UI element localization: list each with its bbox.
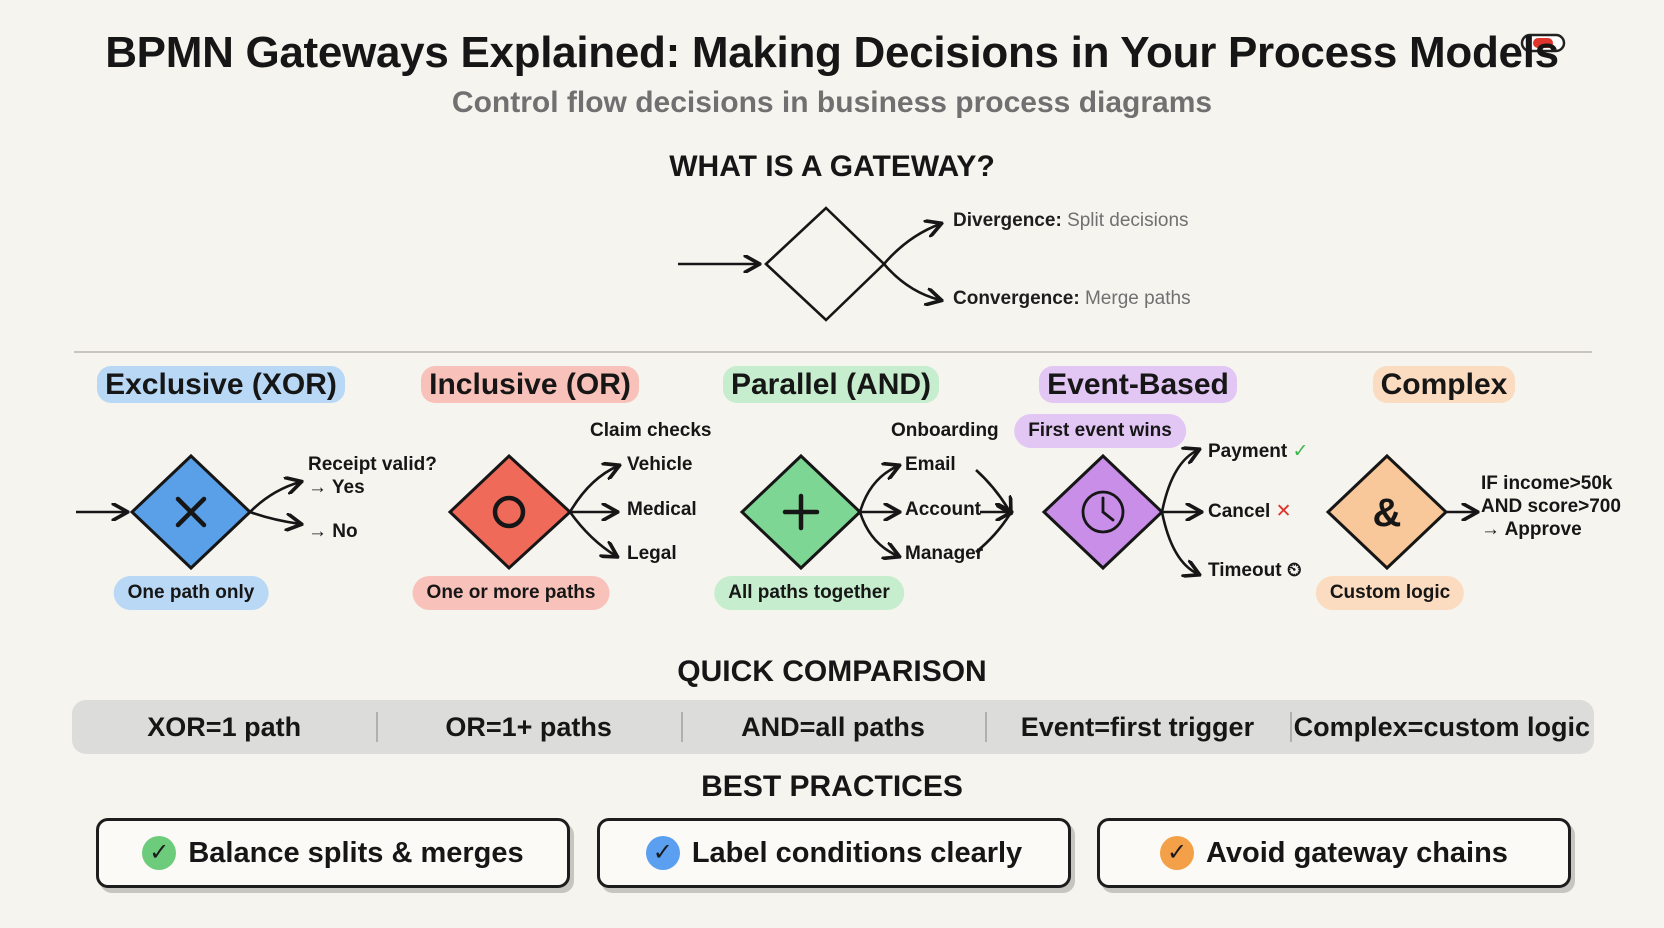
best-practices-heading: BEST PRACTICES <box>701 770 963 803</box>
xor-branch-yes: → Yes <box>308 477 365 498</box>
or-title-text: Inclusive (OR) <box>421 366 639 403</box>
xor-gateway-diagram <box>76 453 300 571</box>
convergence-definition: Convergence: Merge paths <box>953 288 1191 310</box>
event-question-pill: First event wins <box>1014 414 1186 448</box>
event-branch-timeout-label: Timeout <box>1208 560 1282 581</box>
best-practice-card-balance: ✓ Balance splits & merges <box>96 818 570 888</box>
best-practice-card-avoid: ✓ Avoid gateway chains <box>1097 818 1571 888</box>
cross-icon: ✕ <box>1275 501 1292 522</box>
best-practice-text: Label conditions clearly <box>691 836 1023 869</box>
comparison-event: Event=first trigger <box>985 700 1289 754</box>
page-title: BPMN Gateways Explained: Making Decision… <box>105 28 1559 77</box>
or-branch-medical: Medical <box>627 499 697 520</box>
convergence-text: Merge paths <box>1084 288 1191 309</box>
complex-result: → Approve <box>1481 519 1582 540</box>
xor-title: Exclusive (XOR) <box>81 366 361 403</box>
or-question: Claim checks <box>590 420 712 441</box>
page-subtitle: Control flow decisions in business proce… <box>451 86 1213 119</box>
ampersand-icon: & <box>1372 491 1402 535</box>
comparison-and: AND=all paths <box>680 700 985 754</box>
and-gateway-diagram <box>739 453 1010 571</box>
complex-gateway-diagram <box>1325 453 1476 571</box>
event-branch-timeout: Timeout ⏲ <box>1208 560 1302 582</box>
best-practice-text: Balance splits & merges <box>188 836 524 869</box>
or-branch-vehicle: Vehicle <box>627 454 693 475</box>
or-pill: One or more paths <box>412 576 610 610</box>
xor-branch-no: → No <box>308 521 358 542</box>
xor-pill: One path only <box>113 576 269 610</box>
divergence-definition: Divergence: Split decisions <box>953 210 1189 232</box>
comparison-bar: XOR=1 path OR=1+ paths AND=all paths Eve… <box>72 700 1594 754</box>
best-practice-card-label: ✓ Label conditions clearly <box>597 818 1071 888</box>
convergence-term: Convergence: <box>953 288 1080 309</box>
and-branch-account: Account <box>905 499 981 520</box>
xor-title-text: Exclusive (XOR) <box>97 366 345 403</box>
and-branch-manager: Manager <box>905 543 984 564</box>
check-icon: ✓ <box>1160 836 1195 870</box>
or-gateway-diagram <box>447 453 618 571</box>
best-practice-text: Avoid gateway chains <box>1206 836 1508 869</box>
and-pill: All paths together <box>714 576 904 610</box>
event-branch-cancel: Cancel ✕ <box>1208 500 1292 523</box>
check-icon: ✓ <box>1292 441 1309 462</box>
or-branch-legal: Legal <box>627 543 677 564</box>
comparison-or: OR=1+ paths <box>376 700 680 754</box>
toggle-icon <box>1520 33 1566 53</box>
event-title-text: Event-Based <box>1039 366 1237 403</box>
complex-title-text: Complex <box>1372 366 1516 403</box>
complex-pill: Custom logic <box>1315 576 1465 610</box>
event-title: Event-Based <box>998 366 1278 403</box>
complex-condition-1: IF income>50k <box>1481 473 1613 494</box>
timer-icon: ⏲ <box>1286 560 1302 581</box>
complex-condition-2: AND score>700 <box>1481 496 1621 517</box>
complex-title: Complex <box>1304 366 1584 403</box>
check-icon: ✓ <box>645 836 680 870</box>
and-branch-email: Email <box>905 454 956 475</box>
comparison-xor: XOR=1 path <box>147 712 302 742</box>
and-title: Parallel (AND) <box>691 366 971 403</box>
intro-gateway-diagram <box>678 206 940 322</box>
and-title-text: Parallel (AND) <box>722 366 940 403</box>
event-branch-cancel-label: Cancel <box>1208 501 1271 522</box>
comparison-heading: QUICK COMPARISON <box>677 655 987 688</box>
comparison-complex: Complex=custom logic <box>1289 700 1594 754</box>
intro-heading: WHAT IS A GATEWAY? <box>669 150 995 183</box>
xor-question: Receipt valid? <box>308 454 437 475</box>
divergence-text: Split decisions <box>1067 210 1189 231</box>
and-question: Onboarding <box>891 420 999 441</box>
event-gateway-diagram <box>1041 450 1200 574</box>
check-icon: ✓ <box>142 836 177 870</box>
event-branch-payment-label: Payment <box>1208 441 1288 462</box>
event-branch-payment: Payment ✓ <box>1208 440 1308 463</box>
divergence-term: Divergence: <box>953 210 1062 231</box>
or-title: Inclusive (OR) <box>390 366 670 403</box>
